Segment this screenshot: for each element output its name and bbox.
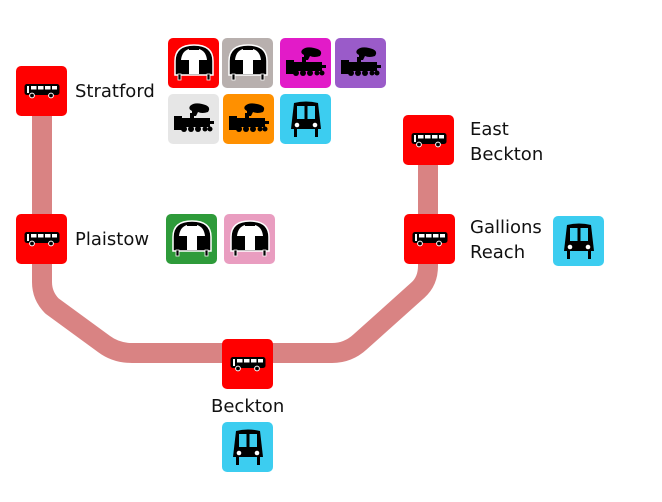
stop-stratford-bus-stop[interactable]: [16, 66, 67, 116]
tube-train-icon: [172, 43, 216, 83]
steam-train-icon: [227, 102, 271, 136]
connection-tube-green[interactable]: [166, 214, 217, 264]
steam-train-icon: [339, 46, 383, 80]
steam-train-icon: [172, 102, 216, 136]
connection-rail-light-grey[interactable]: [168, 94, 219, 144]
steam-train-icon: [284, 46, 328, 80]
stop-beckton-label: Beckton: [211, 394, 284, 419]
stop-gallions-reach-label: Gallions Reach: [470, 215, 542, 265]
connection-dlr-stratford[interactable]: [280, 94, 331, 144]
stop-gallions-reach-bus-stop[interactable]: [404, 214, 455, 264]
bus-icon: [24, 83, 60, 99]
stop-name-line: East: [470, 119, 509, 140]
connection-rail-orange[interactable]: [223, 94, 274, 144]
stop-east-beckton-bus-stop[interactable]: [403, 115, 454, 165]
bus-icon: [412, 231, 448, 247]
dlr-train-icon: [561, 221, 597, 261]
stop-name-line: Gallions: [470, 217, 542, 238]
connection-tube-grey[interactable]: [222, 38, 273, 88]
stop-name-line: Plaistow: [75, 229, 150, 250]
stop-plaistow-label: Plaistow: [75, 227, 149, 252]
stop-east-beckton-label: East Beckton: [470, 117, 543, 167]
connection-dlr-gallions-reach[interactable]: [553, 216, 604, 266]
stop-beckton-bus-stop[interactable]: [222, 339, 273, 389]
bus-icon: [411, 132, 447, 148]
connection-tube-pink[interactable]: [224, 214, 275, 264]
tube-train-icon: [226, 43, 270, 83]
stop-stratford-label: Stratford: [75, 79, 155, 104]
bus-icon: [230, 356, 266, 372]
tube-train-icon: [228, 219, 272, 259]
tube-train-icon: [170, 219, 214, 259]
stop-name-line: Reach: [470, 242, 526, 263]
dlr-train-icon: [288, 99, 324, 139]
stop-name-line: Beckton: [211, 396, 285, 417]
connection-tube-red[interactable]: [168, 38, 219, 88]
dlr-train-icon: [230, 427, 266, 467]
connection-rail-purple[interactable]: [335, 38, 386, 88]
connection-dlr-beckton[interactable]: [222, 422, 273, 472]
connection-rail-magenta[interactable]: [280, 38, 331, 88]
stop-name-line: Beckton: [470, 144, 544, 165]
stop-name-line: Stratford: [75, 81, 155, 102]
bus-icon: [24, 231, 60, 247]
stop-plaistow-bus-stop[interactable]: [16, 214, 67, 264]
